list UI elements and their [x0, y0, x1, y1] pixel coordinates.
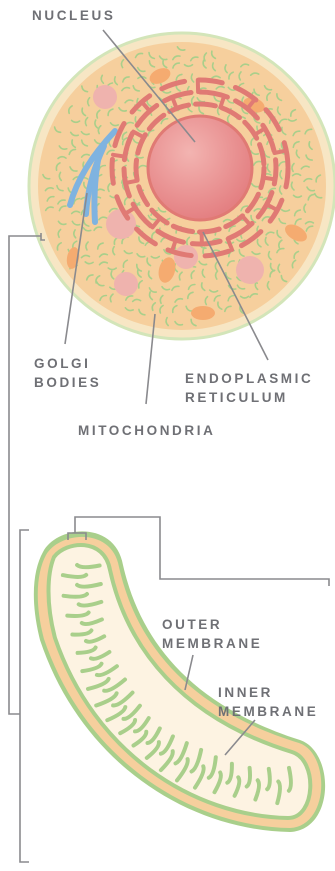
- crista: [77, 565, 100, 567]
- vesicle: [236, 256, 264, 284]
- outer-membrane-label: OUTER MEMBRANE: [162, 615, 262, 653]
- golgi-label-line1: GOLGI: [34, 354, 101, 373]
- er-label-line1: ENDOPLASMIC: [185, 369, 313, 388]
- inner-membrane-label-line2: MEMBRANE: [218, 702, 318, 721]
- outer-membrane-label-line2: MEMBRANE: [162, 634, 262, 653]
- golgi-label: GOLGI BODIES: [34, 354, 101, 392]
- er-label-line2: RETICULUM: [185, 388, 313, 407]
- crista: [63, 575, 86, 577]
- cell: [29, 33, 335, 339]
- crista: [77, 584, 101, 587]
- inner-membrane-label: INNER MEMBRANE: [218, 683, 318, 721]
- nucleus-label: NUCLEUS: [32, 6, 115, 25]
- connector-bracket: [9, 236, 41, 714]
- vesicle: [114, 272, 138, 296]
- nucleus: [148, 116, 252, 220]
- mitochondria-label: MITOCHONDRIA: [78, 421, 215, 440]
- er-label: ENDOPLASMIC RETICULUM: [185, 369, 313, 407]
- vesicle: [106, 209, 136, 239]
- inner-membrane-label-line1: INNER: [218, 683, 318, 702]
- er-connector: [126, 181, 138, 183]
- enlarged-mito-bracket: [20, 530, 29, 862]
- mitochondrion-enlarged: [34, 531, 325, 832]
- mitochondrion: [191, 306, 215, 320]
- crista: [289, 768, 291, 791]
- golgi-label-line2: BODIES: [34, 373, 101, 392]
- er-connector: [275, 151, 287, 153]
- vesicle: [93, 85, 117, 109]
- er-connector: [263, 178, 275, 180]
- er-connector: [113, 155, 125, 157]
- outer-membrane-label-line1: OUTER: [162, 615, 262, 634]
